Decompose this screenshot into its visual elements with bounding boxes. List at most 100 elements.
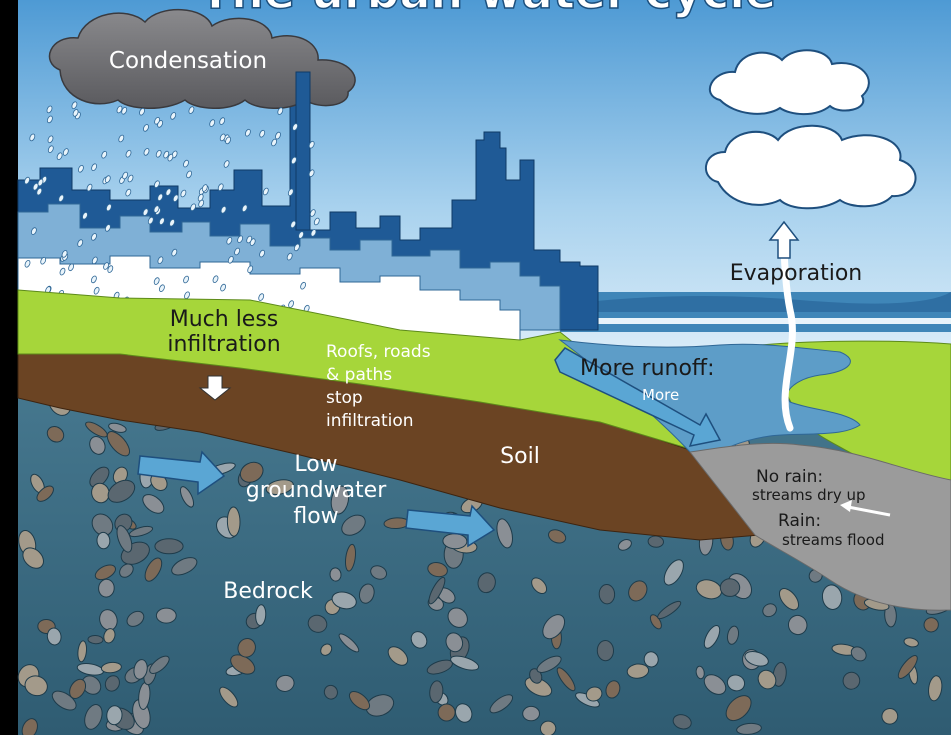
- bedrock-stone: [429, 680, 444, 704]
- bedrock-stone: [98, 578, 115, 598]
- bedrock-stone: [649, 614, 662, 630]
- bedrock-stone: [428, 576, 446, 605]
- raindrop: [29, 133, 36, 142]
- raindrop: [139, 107, 145, 116]
- raindrop: [163, 150, 170, 159]
- raindrop: [59, 267, 66, 276]
- bedrock-stone: [22, 547, 44, 569]
- raindrop: [153, 277, 160, 285]
- raindrop: [167, 153, 174, 162]
- bedrock-stone: [275, 674, 295, 692]
- raindrop: [157, 256, 164, 264]
- bedrock-stone: [447, 607, 468, 628]
- stream-flow-arrowhead: [840, 500, 852, 512]
- bedrock-stone: [695, 665, 705, 680]
- raindrop: [223, 160, 230, 168]
- bedrock-stone: [341, 514, 366, 536]
- bedrock-stone: [410, 631, 428, 649]
- bedrock-stone: [77, 640, 88, 663]
- raindrop: [118, 134, 125, 143]
- raindrop: [188, 106, 195, 114]
- streams-flood-label: streams flood: [782, 531, 884, 549]
- bedrock-stone: [556, 667, 576, 692]
- raindrop: [293, 243, 300, 252]
- bedrock-stone: [24, 675, 48, 697]
- cloud-lower-right: [704, 124, 917, 210]
- raindrop: [310, 229, 317, 237]
- bedrock-stone: [726, 625, 740, 645]
- raindrop: [158, 284, 165, 292]
- raindrop: [292, 123, 299, 131]
- evaporation-arrowhead: [768, 220, 800, 259]
- bedrock-stone: [91, 513, 114, 536]
- bedrock-stone: [116, 525, 133, 553]
- bedrock-stone: [171, 557, 198, 576]
- roofs-roads-line3: stop: [326, 388, 363, 408]
- more-runoff-label: More runoff:: [580, 356, 715, 381]
- raindrop: [247, 265, 254, 274]
- bedrock-stone: [762, 603, 777, 618]
- bedrock-stone: [496, 518, 513, 549]
- low-groundwater-line2: groundwater: [246, 478, 387, 503]
- raindrop: [40, 256, 47, 265]
- raindrop: [30, 227, 37, 235]
- bedrock-stone: [89, 466, 110, 488]
- bedrock-stone: [108, 422, 127, 433]
- bedrock-stone: [455, 703, 473, 723]
- bedrock-stone: [719, 578, 741, 597]
- raindrop: [32, 182, 39, 191]
- bedrock-stone: [104, 675, 120, 692]
- raindrop: [157, 193, 164, 202]
- bedrock-stone: [617, 539, 632, 551]
- bedrock-stone: [126, 610, 145, 627]
- raindrop: [158, 217, 165, 225]
- raindrop: [277, 107, 284, 115]
- raindrop: [259, 249, 266, 258]
- streams-dry-label: streams dry up: [752, 486, 866, 504]
- raindrop: [170, 112, 177, 120]
- bedrock-stone: [598, 584, 616, 605]
- raindrop: [198, 199, 205, 208]
- bedrock-stone: [226, 506, 241, 537]
- bedrock-stone: [239, 461, 264, 483]
- raindrop: [101, 150, 108, 159]
- bedrock-stone: [536, 655, 562, 673]
- raindrop: [107, 265, 114, 273]
- raindrop: [36, 187, 43, 196]
- infiltration-down-arrow: [198, 375, 232, 401]
- bedrock-stone: [427, 562, 448, 578]
- bedrock-stone: [144, 557, 163, 582]
- bedrock-stone: [89, 436, 106, 455]
- bedrock-stone: [437, 703, 456, 722]
- bedrock-stone: [155, 607, 177, 624]
- raindrop: [225, 136, 232, 145]
- raindrop: [24, 176, 31, 185]
- raindrop: [91, 256, 98, 265]
- condensation-cloud: [48, 9, 356, 109]
- raindrop: [153, 205, 160, 213]
- bedrock-stone: [757, 669, 777, 690]
- raindrop: [227, 256, 234, 264]
- bedrock-stone: [445, 632, 464, 653]
- raindrop: [172, 194, 179, 202]
- bedrock-stone: [307, 614, 328, 633]
- bedrock-stone: [726, 674, 746, 692]
- bedrock-stone: [87, 634, 104, 645]
- raindrop: [71, 101, 78, 109]
- raindrop: [93, 286, 100, 295]
- raindrop: [46, 115, 53, 124]
- raindrop: [47, 135, 54, 144]
- bedrock-stone: [442, 533, 468, 550]
- bedrock-stone: [100, 661, 122, 674]
- bedrock-stone: [542, 614, 566, 640]
- raindrop: [220, 206, 227, 214]
- bedrock-stone: [850, 646, 867, 662]
- bedrock-stone: [338, 633, 360, 653]
- raindrop: [217, 183, 224, 191]
- raindrop: [122, 171, 129, 180]
- bedrock-stone: [119, 563, 134, 578]
- bedrock-stone: [323, 684, 338, 700]
- bedrock-label: Bedrock: [223, 579, 313, 604]
- bedrock-stone: [778, 588, 800, 611]
